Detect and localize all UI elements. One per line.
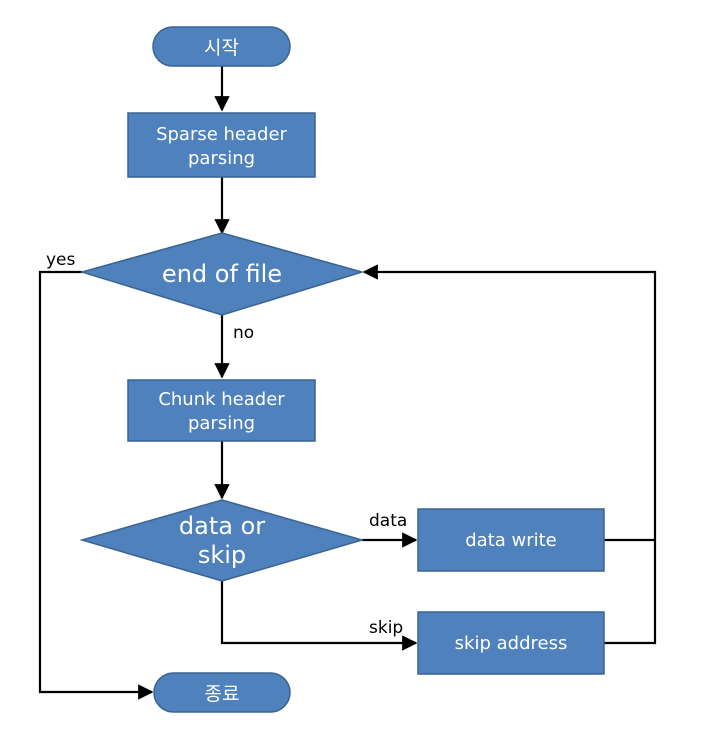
- edge-skipaddress-loop: [362, 264, 657, 645]
- edge-label-yes: yes: [46, 250, 76, 270]
- data-or-skip-line2: skip: [198, 541, 246, 569]
- edge-label-skip: skip: [369, 618, 403, 638]
- end-of-file-decision: end of file: [79, 232, 365, 316]
- sparse-header-line2: parsing: [188, 148, 255, 169]
- end-node-label: 종료: [205, 683, 240, 705]
- skip-address-node: skip address: [417, 611, 605, 675]
- chunk-header-line2: parsing: [188, 413, 255, 434]
- data-or-skip-line1: data or: [179, 512, 265, 540]
- edge-decision-to-skipaddress: [220, 581, 418, 651]
- sparse-header-line1: Sparse header: [156, 124, 287, 145]
- chunk-header-line1: Chunk header: [158, 389, 285, 410]
- edge-label-data: data: [369, 511, 407, 531]
- edge-eof-yes-to-end: [38, 270, 154, 700]
- chunk-header-node: Chunk header parsing: [127, 379, 316, 442]
- data-write-node: data write: [417, 508, 605, 572]
- data-or-skip-decision: data or skip: [79, 499, 365, 582]
- end-of-file-label: end of file: [162, 260, 282, 288]
- edge-label-no: no: [233, 323, 254, 343]
- start-node: 시작: [152, 26, 291, 67]
- start-node-label: 시작: [204, 37, 239, 59]
- data-write-label: data write: [465, 530, 557, 551]
- skip-address-label: skip address: [455, 633, 568, 654]
- sparse-header-node: Sparse header parsing: [127, 112, 316, 178]
- end-node: 종료: [153, 672, 291, 713]
